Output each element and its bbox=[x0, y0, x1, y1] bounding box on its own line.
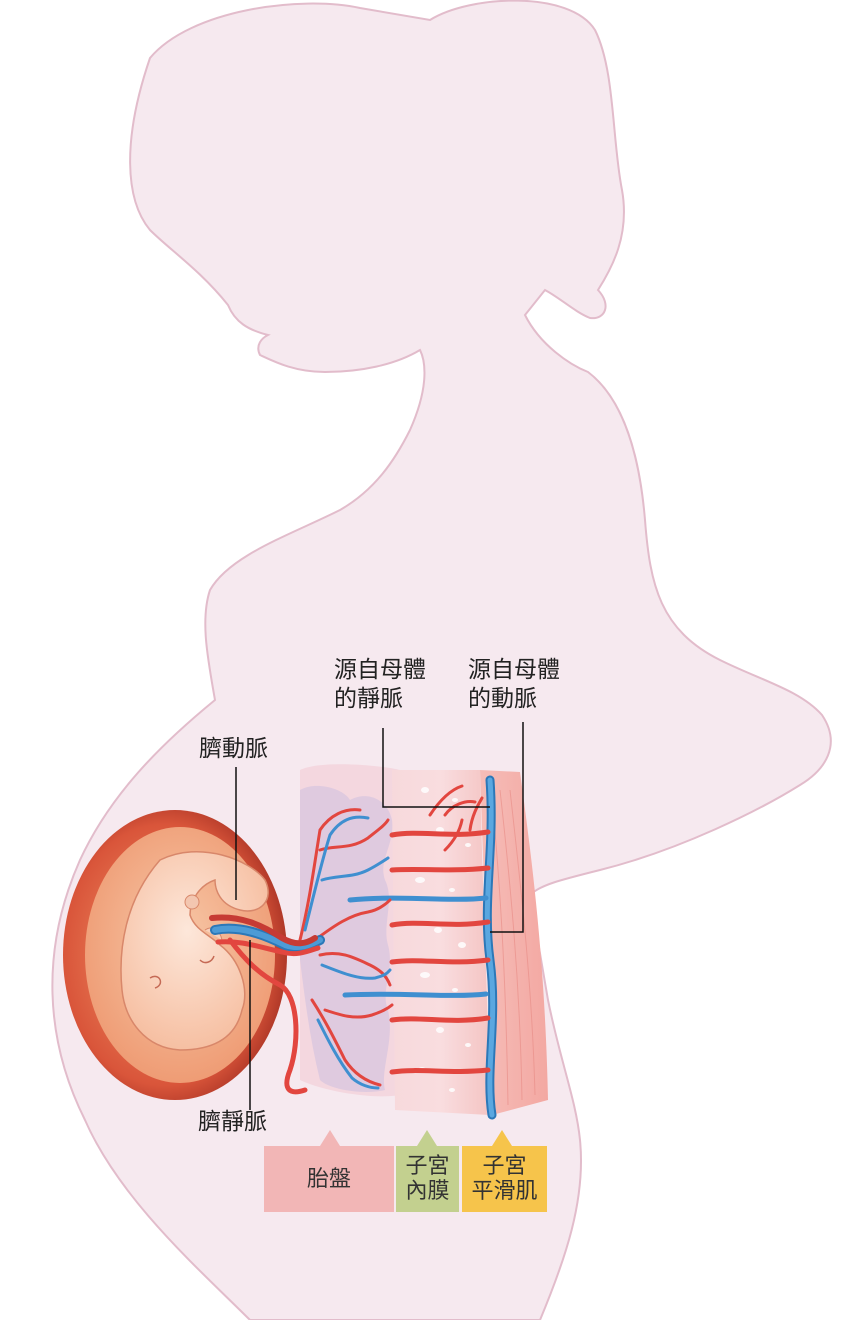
placental-villi bbox=[298, 808, 394, 1090]
placenta-legend: 胎盤 bbox=[264, 1146, 394, 1212]
woman-silhouette bbox=[51, 0, 832, 1320]
umbilical-artery-label: 臍動脈 bbox=[199, 736, 268, 762]
leader-lines bbox=[235, 722, 524, 1110]
myometrium-legend: 子宮 平滑肌 bbox=[462, 1146, 547, 1212]
endometrium-legend-text: 子宮 內膜 bbox=[405, 1154, 450, 1204]
placenta-legend-text: 胎盤 bbox=[306, 1166, 351, 1192]
maternal-vein-leader bbox=[382, 728, 490, 808]
umbilical-cord bbox=[209, 914, 325, 1095]
myometrium-legend-text: 子宮 平滑肌 bbox=[471, 1154, 538, 1204]
endometrium-legend: 子宮 內膜 bbox=[396, 1146, 459, 1212]
legend-pointers bbox=[320, 1130, 512, 1146]
maternal-artery-leader bbox=[490, 722, 524, 933]
maternal-vein-label: 源自母體 的靜脈 bbox=[334, 657, 426, 712]
fetus bbox=[120, 851, 269, 1051]
maternal-vessels bbox=[342, 775, 498, 1120]
umbilical-vein-label: 臍靜脈 bbox=[198, 1109, 267, 1135]
maternal-artery-label: 源自母體 的動脈 bbox=[468, 657, 560, 712]
